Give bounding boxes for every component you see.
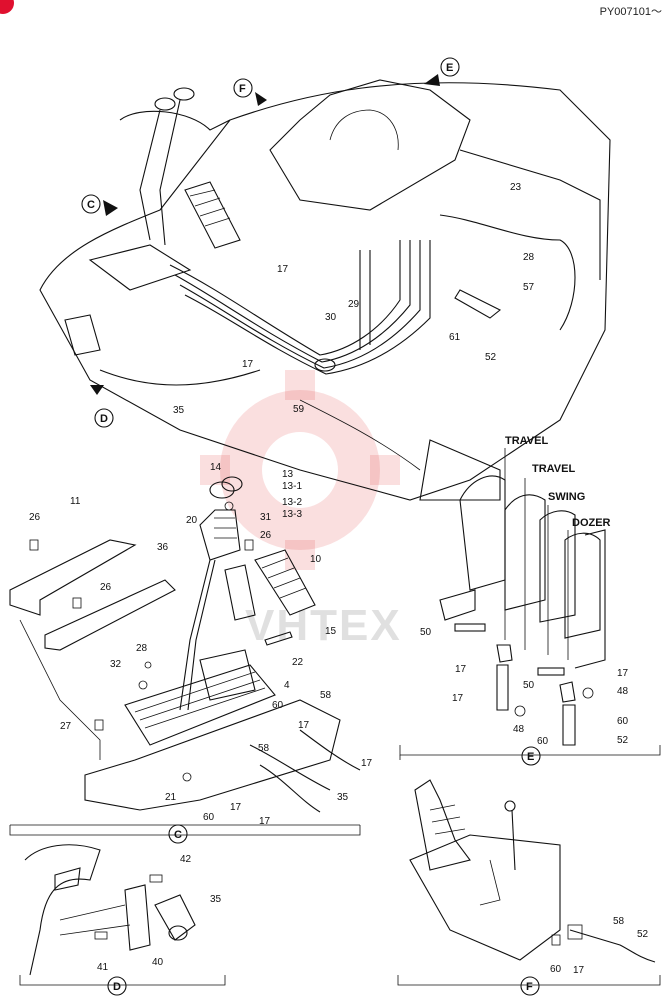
part-label-16: 17 [361, 758, 373, 769]
view-d-caption: D [19, 975, 226, 996]
svg-text:F: F [239, 83, 246, 95]
part-label-50: 52 [637, 929, 649, 940]
part-label-15: 15 [325, 626, 337, 637]
part-label-27: 27 [60, 721, 72, 732]
part-label-17: 17 [573, 965, 585, 976]
part-label-59: 59 [293, 404, 305, 415]
part-label-13-2: 13-2 [282, 497, 302, 508]
part-label-47: 48 [513, 724, 525, 735]
svg-text:C: C [174, 829, 182, 841]
main-assembly-drawing [39, 74, 611, 501]
view-f-caption: F [397, 975, 661, 996]
svg-text:E: E [446, 62, 453, 74]
part-label-41: 41 [97, 962, 109, 973]
part-label-52: 57 [523, 282, 535, 293]
view-f-drawing [409, 779, 656, 963]
part-label-58: 60 [550, 964, 562, 975]
part-label-47: 48 [617, 686, 629, 697]
part-label-23: 23 [510, 182, 522, 193]
valve-label-travel-1: TRAVEL [505, 435, 548, 447]
part-label-26: 26 [29, 512, 41, 523]
part-label-50: 52 [485, 352, 497, 363]
part-label-57: 58 [320, 690, 332, 701]
view-d-marker: D [94, 408, 114, 428]
part-label-10: 10 [310, 554, 322, 565]
part-label-17: 17 [298, 720, 310, 731]
part-label-13-1: 13-1 [282, 481, 302, 492]
part-label-58: 60 [203, 812, 215, 823]
view-c-caption: C [9, 824, 361, 844]
part-label-42: 42 [180, 854, 192, 865]
part-label-30: 30 [325, 312, 337, 323]
svg-text:D: D [100, 413, 108, 425]
view-c-marker: C [81, 194, 101, 214]
part-label-35: 35 [210, 894, 222, 905]
part-label-17: 17 [617, 668, 629, 679]
part-label-29: 28 [523, 252, 535, 263]
valve-label-travel-2: TRAVEL [532, 463, 575, 475]
valve-label-dozer: DOZER [572, 517, 611, 529]
watermark-text: VHTEX [245, 601, 402, 650]
part-label-21: 21 [165, 792, 177, 803]
part-label-57: 58 [258, 743, 270, 754]
part-label-4: 4 [284, 680, 290, 691]
part-label-28: 29 [348, 299, 360, 310]
view-e-marker: E [440, 57, 460, 77]
part-label-26: 26 [100, 582, 112, 593]
part-label-26: 26 [260, 530, 272, 541]
part-label-13: 13 [282, 469, 294, 480]
svg-text:F: F [526, 981, 533, 993]
part-label-16: 17 [259, 816, 271, 827]
part-label-58: 60 [272, 700, 284, 711]
part-label-40: 40 [152, 957, 164, 968]
svg-text:E: E [527, 751, 534, 763]
part-label-35: 35 [173, 405, 185, 416]
part-label-50: 52 [617, 735, 629, 746]
part-label-60: 60 [537, 736, 549, 747]
part-label-13-3: 13-3 [282, 509, 302, 520]
part-label-57: 58 [613, 916, 625, 927]
part-label-11: 11 [70, 496, 81, 507]
part-label-31: 31 [260, 512, 272, 523]
part-label-14: 14 [210, 462, 222, 473]
valve-label-swing: SWING [548, 491, 585, 503]
part-label-48: 50 [523, 680, 535, 691]
view-d-drawing [24, 844, 196, 976]
document-code: PY007101～ [599, 6, 662, 18]
part-label-20: 20 [186, 515, 198, 526]
part-label-61: 61 [449, 332, 461, 343]
part-label-16: 17 [452, 693, 464, 704]
view-e-drawing [439, 448, 606, 746]
part-label-16: 17 [242, 359, 254, 370]
part-label-32: 32 [110, 659, 122, 670]
part-label-22: 22 [292, 657, 304, 668]
part-label-35: 35 [337, 792, 349, 803]
part-label-60: 60 [617, 716, 629, 727]
svg-text:C: C [87, 199, 95, 211]
view-e-caption: E [399, 745, 661, 766]
part-label-36: 36 [157, 542, 169, 553]
part-label-48: 50 [420, 627, 432, 638]
part-label-29: 28 [136, 643, 148, 654]
view-c-drawing [9, 476, 401, 826]
view-f-marker: F [233, 78, 253, 98]
part-label-17: 17 [455, 664, 467, 675]
svg-text:D: D [113, 981, 121, 993]
part-label-17: 17 [230, 802, 242, 813]
corner-mark [0, 0, 14, 14]
part-label-16: 17 [277, 264, 289, 275]
